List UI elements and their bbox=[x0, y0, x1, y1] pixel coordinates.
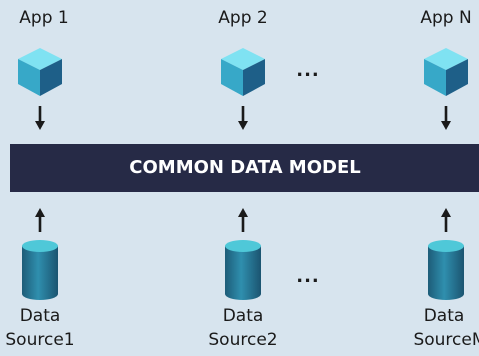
arrow-down-icon bbox=[440, 104, 452, 132]
common-data-model-bar bbox=[10, 144, 479, 192]
database-cylinder-icon bbox=[223, 238, 263, 302]
cube-icon bbox=[219, 46, 267, 98]
source-label-2-line1: Data bbox=[222, 306, 264, 326]
source-label-2-line2: Source2 bbox=[208, 330, 278, 350]
cube-icon bbox=[16, 46, 64, 98]
arrow-down-icon bbox=[34, 104, 46, 132]
arrow-down-icon bbox=[237, 104, 249, 132]
app-label-n: App N bbox=[420, 8, 472, 28]
common-data-model-title: COMMON DATA MODEL bbox=[129, 157, 361, 178]
source-label-m-line1: Data bbox=[423, 306, 465, 326]
arrow-up-icon bbox=[440, 206, 452, 234]
cube-icon bbox=[422, 46, 470, 98]
arrow-up-icon bbox=[34, 206, 46, 234]
database-cylinder-icon bbox=[426, 238, 466, 302]
source-label-m-line2: SourceM bbox=[413, 330, 479, 350]
app-label-1: App 1 bbox=[19, 8, 69, 28]
ellipsis-apps: ... bbox=[296, 60, 320, 81]
ellipsis-sources: ... bbox=[296, 266, 320, 287]
database-cylinder-icon bbox=[20, 238, 60, 302]
source-label-1-line2: Source1 bbox=[5, 330, 75, 350]
app-label-2: App 2 bbox=[218, 8, 268, 28]
arrow-up-icon bbox=[237, 206, 249, 234]
source-label-1-line1: Data bbox=[19, 306, 61, 326]
